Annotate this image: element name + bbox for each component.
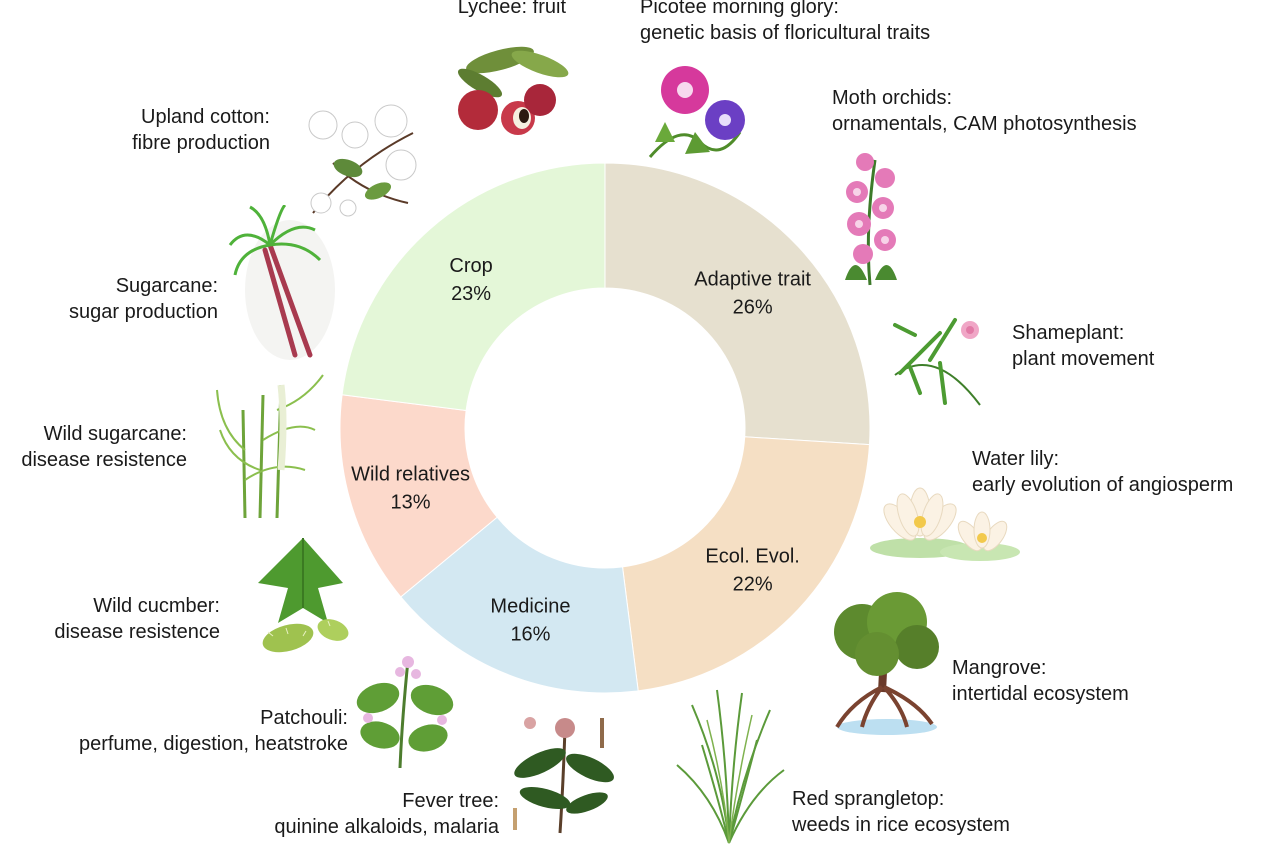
slice-adaptive-trait xyxy=(604,162,871,446)
fever-tree-label: Fever tree: quinine alkaloids, malaria xyxy=(274,788,499,840)
slice-percent-ecol-evol: 22% xyxy=(733,574,773,596)
slice-percent-adaptive-trait: 26% xyxy=(733,296,773,318)
water-lily-name: Water lily: xyxy=(972,448,1060,470)
donut-slices xyxy=(339,162,871,694)
shameplant-name: Shameplant: xyxy=(1012,322,1125,344)
wild-sugarcane-use: disease resistence xyxy=(21,449,187,471)
patchouli-name: Patchouli: xyxy=(260,707,348,729)
red-sprangletop-use: weeds in rice ecosystem xyxy=(792,814,1010,836)
water-lily-use: early evolution of angiosperm xyxy=(972,474,1234,496)
picotee-label: Picotee morning glory: genetic basis of … xyxy=(640,0,930,46)
slice-label-ecol-evol: Ecol. Evol. xyxy=(705,546,799,568)
water-lily-icon xyxy=(870,487,1020,561)
wild-cucumber-name: Wild cucmber: xyxy=(93,595,220,617)
grass-icon xyxy=(676,689,785,844)
wild-sugarcane-icon xyxy=(216,374,324,519)
slice-ecol-evol xyxy=(621,436,871,692)
picotee-use: genetic basis of floricultural traits xyxy=(640,22,931,44)
sugarcane-icon xyxy=(228,205,335,360)
lychee-icon xyxy=(457,46,569,135)
sugarcane-use: sugar production xyxy=(69,301,218,323)
patchouli-label: Patchouli: perfume, digestion, heatstrok… xyxy=(79,705,348,757)
water-lily-label: Water lily: early evolution of angiosper… xyxy=(972,446,1269,498)
wild-sugarcane-name: Wild sugarcane: xyxy=(43,423,187,445)
fever-tree-name: Fever tree: xyxy=(402,790,499,812)
slice-label-wild-relatives: Wild relatives xyxy=(351,463,470,485)
mangrove-icon xyxy=(834,592,939,735)
fever-tree-icon xyxy=(513,717,614,834)
lychee-label: Lychee: fruit xyxy=(458,0,566,20)
moth-orchid-label: Moth orchids: ornamentals, CAM photosynt… xyxy=(832,85,1137,137)
picotee-name: Picotee morning glory: xyxy=(640,0,839,18)
shameplant-label: Shameplant: plant movement xyxy=(1012,320,1154,372)
shameplant-icon xyxy=(893,318,981,406)
wild-cucumber-label: Wild cucmber: disease resistence xyxy=(54,593,220,645)
patchouli-use: perfume, digestion, heatstroke xyxy=(78,733,348,755)
slice-label-adaptive-trait: Adaptive trait xyxy=(694,268,811,290)
red-sprangletop-name: Red sprangletop: xyxy=(792,788,945,810)
slice-percent-medicine: 16% xyxy=(510,623,550,645)
sugarcane-name: Sugarcane: xyxy=(115,275,218,297)
upland-cotton-label: Upland cotton: fibre production xyxy=(132,104,270,156)
wild-cucumber-use: disease resistence xyxy=(54,621,220,643)
moth-orchid-name: Moth orchids: xyxy=(832,87,953,109)
mangrove-use: intertidal ecosystem xyxy=(952,683,1129,705)
slice-medicine xyxy=(400,516,639,694)
upland-cotton-name: Upland cotton: xyxy=(141,106,270,128)
shameplant-use: plant movement xyxy=(1012,348,1155,370)
moth-orchid-use: ornamentals, CAM photosynthesis xyxy=(832,113,1137,135)
red-sprangletop-label: Red sprangletop: weeds in rice ecosystem xyxy=(792,786,1010,838)
lychee-name: Lychee: fruit xyxy=(457,0,566,18)
cucumber-icon xyxy=(258,538,349,653)
fever-tree-use: quinine alkaloids, malaria xyxy=(274,816,499,838)
cotton-icon xyxy=(308,104,417,217)
slice-percent-wild-relatives: 13% xyxy=(391,491,431,513)
slice-label-medicine: Medicine xyxy=(490,595,570,617)
slice-percent-crop: 23% xyxy=(451,283,491,305)
donut-slice-labels: Adaptive trait 26% Ecol. Evol. 22% Medicine 1… xyxy=(351,255,811,645)
mangrove-name: Mangrove: xyxy=(952,657,1047,679)
slice-label-crop: Crop xyxy=(449,255,492,277)
wild-sugarcane-label: Wild sugarcane: disease resistence xyxy=(0,421,187,473)
upland-cotton-use: fibre production xyxy=(132,132,270,154)
mangrove-label: Mangrove: intertidal ecosystem xyxy=(952,655,1129,707)
morning-glory-icon xyxy=(648,66,745,158)
slice-crop xyxy=(341,162,606,412)
orchid-icon xyxy=(845,153,897,286)
patchouli-icon xyxy=(356,656,454,769)
sugarcane-label: Sugarcane: sugar production xyxy=(69,273,218,325)
